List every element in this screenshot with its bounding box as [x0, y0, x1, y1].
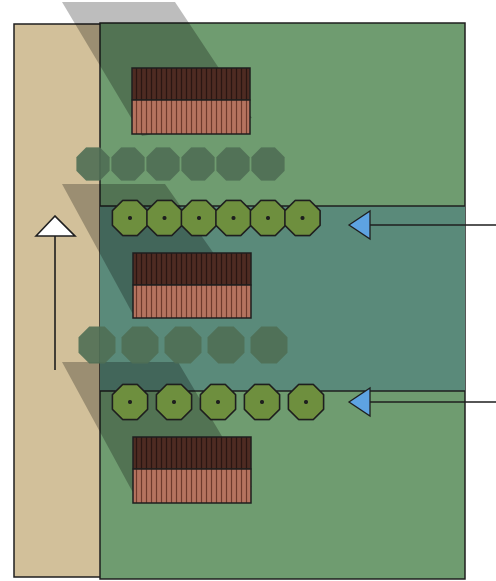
shadow-tree-icon	[78, 326, 116, 364]
round-tree-canopy-icon	[180, 199, 218, 237]
shadow-tree-icon	[181, 147, 215, 181]
round-tree-canopy-icon	[146, 199, 183, 237]
shadow-tree-icon	[146, 147, 180, 181]
shadow-tree-icon	[251, 147, 285, 181]
wind-arrow-1	[347, 209, 496, 241]
building-wall	[131, 99, 251, 135]
building-2	[132, 252, 252, 319]
shadow-tree-icon	[216, 147, 250, 181]
shadow-tree-icon	[76, 147, 110, 181]
building-roof	[132, 436, 252, 470]
shadow-tree-icon	[250, 326, 288, 364]
shadow-tree-icon	[164, 326, 202, 364]
round-tree-canopy-icon	[287, 383, 325, 421]
building-3	[132, 436, 252, 504]
footpath-strip	[13, 23, 103, 578]
round-tree-canopy-icon	[155, 383, 193, 421]
trees-layer	[76, 147, 325, 421]
building-wall	[132, 468, 252, 504]
shadow-tree-icon	[121, 326, 159, 364]
building-roof	[131, 67, 251, 101]
building-roof	[132, 252, 252, 286]
round-tree-canopy-icon	[243, 383, 281, 421]
building-wall	[132, 284, 252, 319]
round-tree-canopy-icon	[284, 199, 321, 237]
shadow-tree-icon	[111, 147, 145, 181]
blue-triangle-arrow-icon	[347, 386, 371, 418]
round-tree-canopy-icon	[111, 383, 149, 421]
round-tree-canopy-icon	[111, 199, 149, 237]
hollow-arrow-up-icon	[34, 214, 77, 370]
round-tree-canopy-icon	[249, 199, 287, 237]
wind-arrow-2	[347, 386, 496, 418]
round-tree-canopy-icon	[215, 199, 252, 237]
shadow-tree-icon	[207, 326, 245, 364]
blue-triangle-arrow-icon	[347, 209, 371, 241]
building-1	[131, 67, 251, 135]
round-tree-canopy-icon	[199, 383, 237, 421]
